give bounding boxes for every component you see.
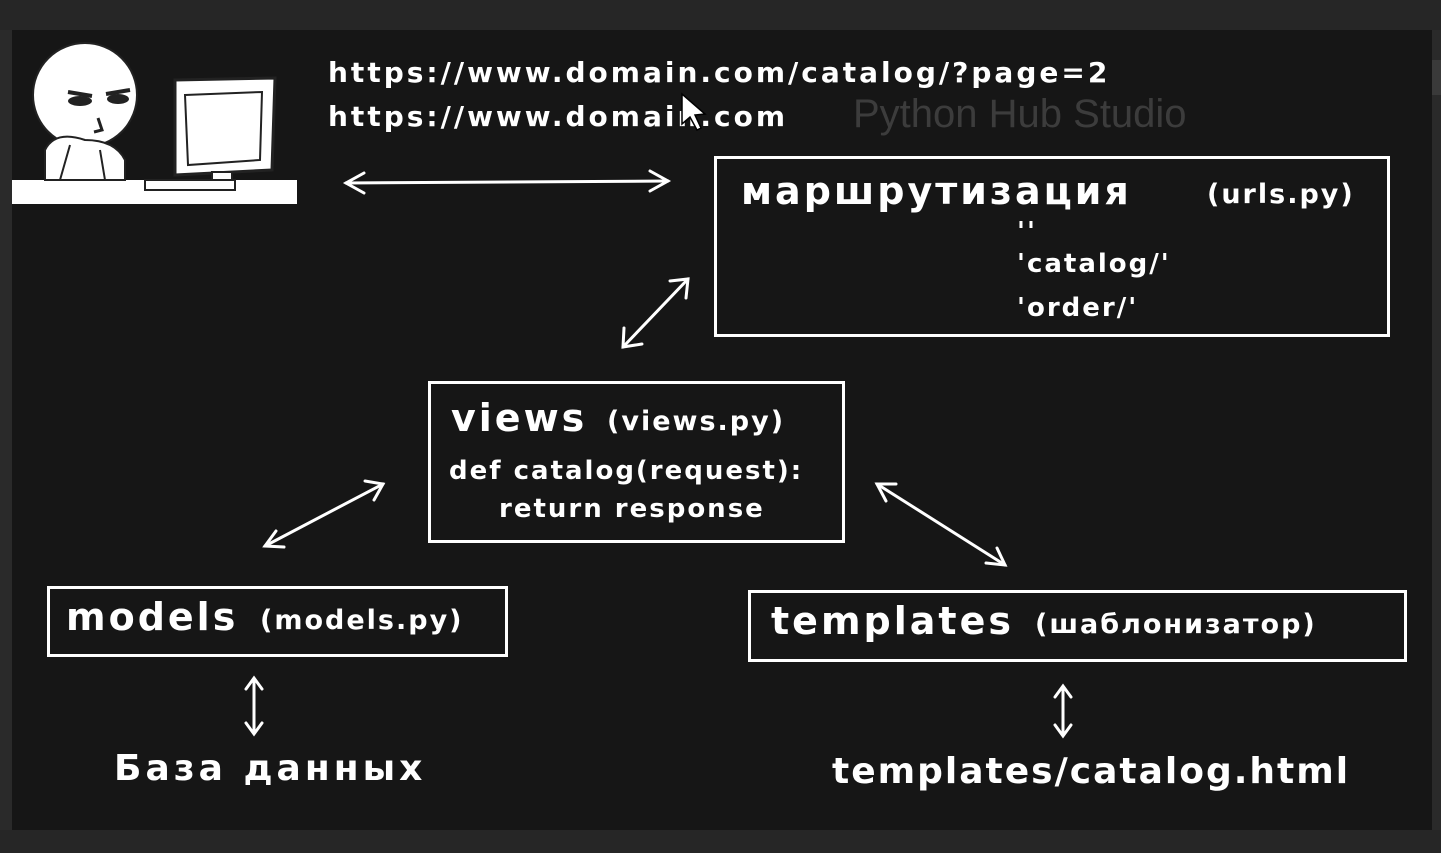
route-pattern-order: 'order/'	[1017, 293, 1139, 323]
route-pattern-catalog: 'catalog/'	[1017, 249, 1171, 279]
template-file-label: templates/catalog.html	[832, 751, 1351, 792]
templates-file: (шаблонизатор)	[1035, 609, 1317, 640]
templates-title: templates	[771, 599, 1014, 643]
url-catalog: https://www.domain.com/catalog/?page=2	[328, 56, 1111, 89]
routing-box: маршрутизация (urls.py) '' 'catalog/' 'o…	[714, 156, 1390, 337]
models-file: (models.py)	[260, 605, 464, 636]
models-title: models	[66, 595, 239, 639]
route-pattern-empty: ''	[1017, 217, 1037, 247]
video-frame-bottom	[0, 830, 1441, 853]
views-box: views (views.py) def catalog(request): r…	[428, 381, 845, 543]
views-title: views	[451, 396, 588, 440]
views-code-line1: def catalog(request):	[449, 456, 804, 486]
database-label: База данных	[114, 748, 427, 789]
video-frame-top	[0, 0, 1441, 30]
routing-title: маршрутизация	[741, 169, 1132, 213]
models-box: models (models.py)	[47, 586, 508, 657]
watermark-text: Python Hub Studio	[853, 92, 1187, 136]
routing-file: (urls.py)	[1207, 179, 1355, 210]
views-file: (views.py)	[607, 406, 786, 437]
templates-box: templates (шаблонизатор)	[748, 590, 1407, 662]
scrollbar[interactable]	[1432, 60, 1441, 95]
views-code-line2: return response	[499, 494, 765, 524]
url-root: https://www.domain.com	[328, 100, 789, 133]
